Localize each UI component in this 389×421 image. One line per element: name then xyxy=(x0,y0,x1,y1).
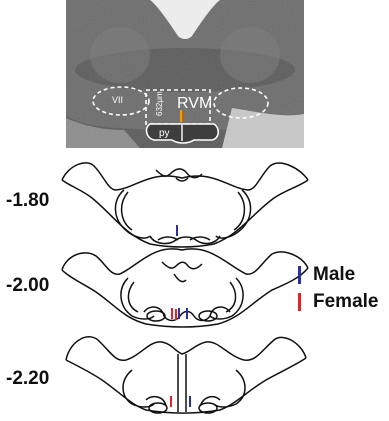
section-level-2 xyxy=(62,249,308,327)
level-label-3: -2.20 xyxy=(6,368,49,390)
section-level-1 xyxy=(62,163,308,247)
py-label: py xyxy=(159,128,170,139)
legend-female-label: Female xyxy=(313,291,378,313)
vii-label: VII xyxy=(112,95,123,105)
rvm-label: RVM xyxy=(177,95,212,113)
legend-male-swatch xyxy=(298,266,301,284)
level-label-1: -1.80 xyxy=(6,190,49,212)
section-level-3 xyxy=(66,337,306,413)
scale-label: 632μm xyxy=(155,91,164,116)
legend-male-label: Male xyxy=(313,264,355,286)
legend-female-swatch xyxy=(298,293,301,311)
level-label-2: -2.00 xyxy=(6,275,49,297)
